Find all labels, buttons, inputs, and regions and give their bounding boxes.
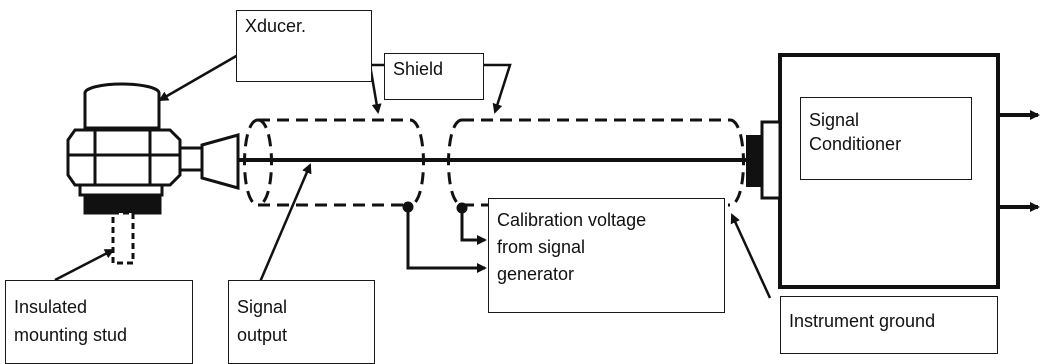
signal-output-pointer	[258, 163, 312, 283]
insulated-stud-line-2: mounting stud	[14, 325, 128, 345]
insulated-stud-line-1: Insulated	[14, 297, 88, 317]
signal-output-label: Signal output	[228, 280, 375, 364]
shield-label: Shield	[384, 53, 484, 100]
calibration-label: Calibration voltage from signal generato…	[488, 198, 725, 313]
signal-conditioner-line-2: Conditioner	[809, 134, 902, 154]
instrument-ground-text: Instrument ground	[789, 311, 936, 331]
xducer-text: Xducer.	[245, 16, 307, 36]
shield-pointer-right	[483, 63, 512, 114]
xducer-label: Xducer.	[236, 10, 372, 82]
shield-segment-right	[447, 118, 745, 207]
insulated-stud-label: Insulated mounting stud	[5, 280, 193, 364]
calibration-line-2: from signal	[497, 237, 586, 257]
calibration-line-3: generator	[497, 264, 575, 284]
shield-text: Shield	[393, 59, 444, 79]
ground-pointer	[730, 213, 772, 299]
signal-output-line-1: Signal	[237, 297, 288, 317]
signal-conditioner-line-1: Signal	[809, 110, 860, 130]
calibration-line-1: Calibration voltage	[497, 210, 647, 230]
shield-pointer-left	[368, 63, 384, 114]
signal-output-line-2: output	[237, 325, 288, 345]
instrument-ground-label: Instrument ground	[780, 296, 998, 354]
signal-conditioner-label: Signal Conditioner	[800, 97, 972, 180]
stud-pointer	[54, 248, 115, 282]
calibration-leads	[402, 201, 487, 273]
xducer-pointer	[158, 53, 239, 102]
transducer	[66, 82, 240, 265]
shield-segment-left	[243, 118, 425, 207]
